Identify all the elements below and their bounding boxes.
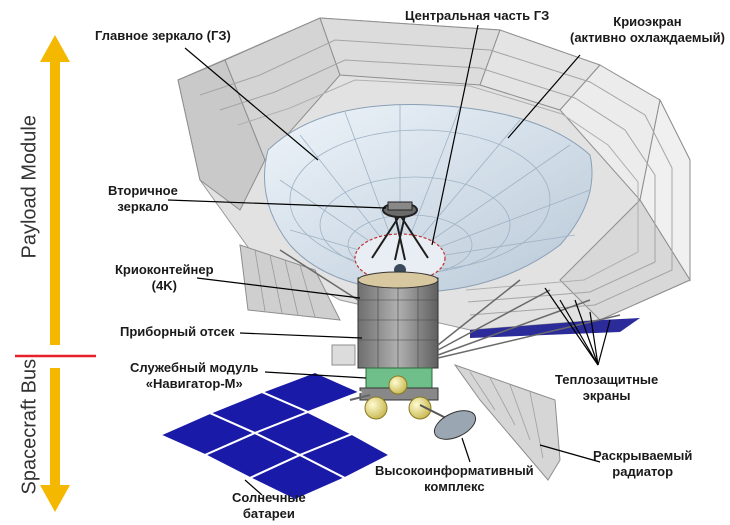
- cryo-container-label: Криоконтейнер (4K): [115, 262, 214, 294]
- high-info-complex-line2: комплекс: [424, 479, 485, 494]
- solar-panels: [157, 370, 393, 502]
- cryo-screen-label: Криоэкран (активно охлаждаемый): [570, 14, 725, 46]
- solar-panels-line1: Солнечные: [232, 490, 306, 505]
- cryo-container-line1: Криоконтейнер: [115, 262, 214, 277]
- main-mirror: [263, 104, 593, 293]
- cryo-screen-line2: (активно охлаждаемый): [570, 30, 725, 45]
- secondary-mirror-line2: зеркало: [117, 199, 169, 214]
- service-module-label: Служебный модуль «Навигатор-М»: [130, 360, 259, 392]
- thermal-screens-label: Теплозащитные экраны: [555, 372, 658, 404]
- payload-module-label: Payload Module: [18, 115, 41, 259]
- antenna: [419, 404, 477, 440]
- secondary-mirror-label: Вторичное зеркало: [108, 183, 178, 215]
- sunshield-struts: [279, 249, 621, 359]
- spacecraft-bus-label: Spacecraft Bus: [18, 358, 41, 495]
- solar-panels-label: Солнечные батареи: [232, 490, 306, 522]
- high-info-complex-label: Высокоинформативный комплекс: [375, 463, 534, 495]
- leader-lines: [167, 24, 611, 496]
- service-module-line1: Служебный модуль: [130, 360, 259, 375]
- cryo-container-line2: (4K): [151, 278, 177, 293]
- deployable-radiator-label: Раскрываемый радиатор: [593, 448, 692, 480]
- main-mirror-label: Главное зеркало (ГЗ): [95, 28, 231, 43]
- instrument-bay-label: Приборный отсек: [120, 324, 235, 339]
- cryo-container: [357, 271, 439, 369]
- secondary-mirror-line1: Вторичное: [108, 183, 178, 198]
- right-radiator: [453, 364, 561, 481]
- bus-arrow: [40, 368, 70, 512]
- payload-arrow: [40, 35, 70, 345]
- solar-panels-line2: батареи: [242, 506, 295, 521]
- cryo-screen-line1: Криоэкран: [613, 14, 682, 29]
- deployable-radiator-line2: радиатор: [612, 464, 674, 479]
- thermal-screens-line2: экраны: [582, 388, 631, 403]
- service-module-line2: «Навигатор-М»: [145, 376, 243, 391]
- high-info-complex-line1: Высокоинформативный: [375, 463, 534, 478]
- thermal-screens-line1: Теплозащитные: [555, 372, 659, 387]
- secondary-mirror: [371, 201, 429, 261]
- service-module: [359, 367, 439, 420]
- central-part-label: Центральная часть ГЗ: [405, 8, 550, 23]
- deployable-radiator-line1: Раскрываемый: [593, 448, 693, 463]
